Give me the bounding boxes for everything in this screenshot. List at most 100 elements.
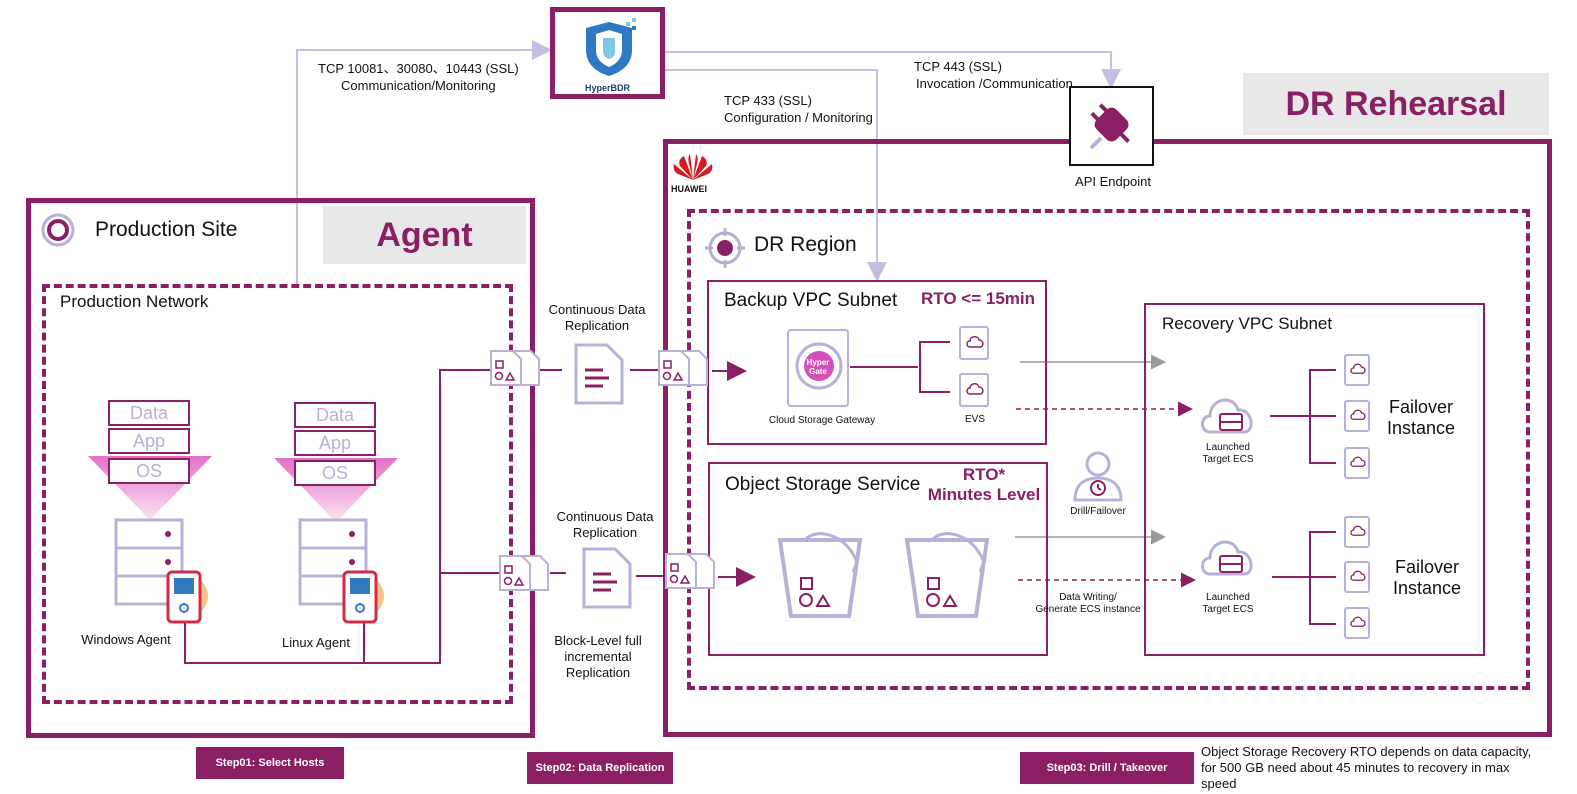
failover-disk-1[interactable] xyxy=(1344,354,1370,386)
link-right-label: TCP 443 (SSL) Invocation /Communication xyxy=(912,58,1073,92)
cloud-icon xyxy=(1350,409,1366,420)
replication-bottom-1: Continuous Data xyxy=(556,509,654,524)
link-right-desc: Invocation /Communication xyxy=(916,76,1073,91)
cloud-storage-gateway[interactable]: Hyper Gate xyxy=(787,329,849,407)
object-storage-label: Object Storage Service xyxy=(725,474,921,495)
linux-agent-label: Linux Agent xyxy=(282,635,350,650)
operator-icon xyxy=(1073,451,1123,502)
data-packet-icon-4 xyxy=(665,553,715,589)
hyper-gate-icon xyxy=(795,342,843,390)
object-rto-2: Minutes Level xyxy=(927,485,1041,504)
api-endpoint-box[interactable] xyxy=(1069,86,1154,166)
backup-rto-label: RTO <= 15min xyxy=(921,289,1036,308)
link-mid-desc: Configuration / Monitoring xyxy=(724,110,873,125)
replication-label-bottom: Continuous Data Replication xyxy=(544,509,666,541)
failover-disk-6[interactable] xyxy=(1344,607,1370,639)
production-network-box xyxy=(42,284,513,704)
rto-note: Object Storage Recovery RTO depends on d… xyxy=(1201,744,1531,792)
windows-agent-label: Windows Agent xyxy=(81,632,171,647)
launched-ecs-label-1: Launched Target ECS xyxy=(1194,442,1262,466)
failover-disk-5[interactable] xyxy=(1344,561,1370,593)
windows-data-layer: Data xyxy=(108,400,190,426)
failover-1: Failover xyxy=(1388,397,1454,417)
linux-data-layer: Data xyxy=(294,402,376,428)
object-rto-1: RTO* xyxy=(962,465,1006,484)
data-packet-icon-2 xyxy=(658,350,708,386)
plug-icon xyxy=(1089,103,1130,150)
note-line-1: Object Storage Recovery RTO depends on d… xyxy=(1201,744,1532,759)
target-icon xyxy=(705,228,745,268)
bucket-icon-1[interactable] xyxy=(775,532,865,618)
link-left-ports: TCP 10081、30080、10443 (SSL) xyxy=(318,61,519,76)
dr-rehearsal-tag: DR Rehearsal xyxy=(1243,73,1549,135)
data-writing-label: Data Writing/ Generate ECS instance xyxy=(1029,592,1147,616)
object-rto-label: RTO* Minutes Level xyxy=(922,465,1046,505)
hyperbdr-shield-icon xyxy=(586,18,636,76)
launched-ecs-icon-1[interactable] xyxy=(1198,388,1260,438)
evs-label: EVS xyxy=(964,414,985,425)
hyperbdr-label: HyperBDR xyxy=(584,83,630,93)
evs-disk-2[interactable] xyxy=(959,373,989,407)
linux-os-layer: OS xyxy=(294,460,376,486)
cloud-icon xyxy=(1350,456,1366,467)
step02-button[interactable]: Step02: Data Replication xyxy=(527,752,673,784)
replication-label-top: Continuous Data Replication xyxy=(536,302,658,334)
link-mid-label: TCP 433 (SSL) Configuration / Monitoring xyxy=(724,92,873,126)
cloud-icon xyxy=(966,336,984,348)
link-left-label: TCP 10081、30080、10443 (SSL) Communicatio… xyxy=(318,60,519,94)
document-icon-2 xyxy=(582,547,632,609)
failover-2: Failover xyxy=(1394,557,1460,577)
data-writing-2: Generate ECS instance xyxy=(1035,604,1141,615)
link-mid-ports: TCP 433 (SSL) xyxy=(724,93,812,108)
site-ring-icon xyxy=(41,213,75,247)
huawei-label: HUAWEI xyxy=(671,184,707,194)
block-level-1: Block-Level full xyxy=(554,633,642,648)
hyper-gate-text: Hyper Gate xyxy=(806,358,830,376)
recovery-vpc-box xyxy=(1144,303,1485,656)
windows-agent-icon[interactable] xyxy=(162,566,210,626)
data-packet-icon-1 xyxy=(490,350,540,386)
failover-disk-2[interactable] xyxy=(1344,400,1370,432)
step03-button[interactable]: Step03: Drill / Takeover xyxy=(1020,752,1194,784)
cloud-icon xyxy=(1350,525,1366,536)
link-left-desc: Communication/Monitoring xyxy=(341,78,496,93)
api-endpoint-label: API Endpoint xyxy=(1075,174,1151,189)
evs-disk-1[interactable] xyxy=(959,326,989,360)
linux-app-layer: App xyxy=(294,430,376,456)
instance-2: Instance xyxy=(1392,578,1462,598)
bucket-icon-2[interactable] xyxy=(902,532,992,618)
block-level-3: Replication xyxy=(565,665,631,680)
production-network-label: Production Network xyxy=(60,292,209,311)
launched-2: Launched xyxy=(1206,592,1250,603)
data-packet-icon-3 xyxy=(499,555,549,591)
instance-1: Instance xyxy=(1386,418,1456,438)
windows-app-layer: App xyxy=(108,428,190,454)
linux-server-icon[interactable] xyxy=(298,518,370,608)
data-writing-1: Data Writing/ xyxy=(1059,592,1117,603)
failover-disk-4[interactable] xyxy=(1344,516,1370,548)
note-line-2: for 500 GB need about 45 minutes to reco… xyxy=(1201,760,1510,775)
windows-os-layer: OS xyxy=(108,458,190,484)
target-ecs-2: Target ECS xyxy=(1202,604,1254,615)
note-line-3: speed xyxy=(1201,776,1237,791)
recovery-vpc-label: Recovery VPC Subnet xyxy=(1162,314,1333,333)
launched-ecs-icon-2[interactable] xyxy=(1198,530,1260,580)
dr-region-label: DR Region xyxy=(754,233,857,256)
agent-tag: Agent xyxy=(323,206,526,264)
failover-disk-3[interactable] xyxy=(1344,447,1370,479)
block-level-label: Block-Level full incremental Replication xyxy=(537,633,659,681)
replication-top-1: Continuous Data xyxy=(548,302,646,317)
failover-instance-label-2: Failover Instance xyxy=(1384,557,1470,599)
cloud-icon xyxy=(1350,363,1366,374)
cloud-icon xyxy=(1350,570,1366,581)
linux-agent-icon[interactable] xyxy=(338,566,386,626)
document-icon-1 xyxy=(574,343,624,405)
gateway-label: Cloud Storage Gateway xyxy=(768,415,876,426)
drill-label: Drill/Failover xyxy=(1070,506,1126,517)
link-right-ports: TCP 443 (SSL) xyxy=(914,59,1002,74)
backup-vpc-label: Backup VPC Subnet xyxy=(724,290,898,311)
step01-button[interactable]: Step01: Select Hosts xyxy=(196,747,344,779)
production-site-box xyxy=(26,198,535,738)
cloud-icon xyxy=(966,383,984,395)
